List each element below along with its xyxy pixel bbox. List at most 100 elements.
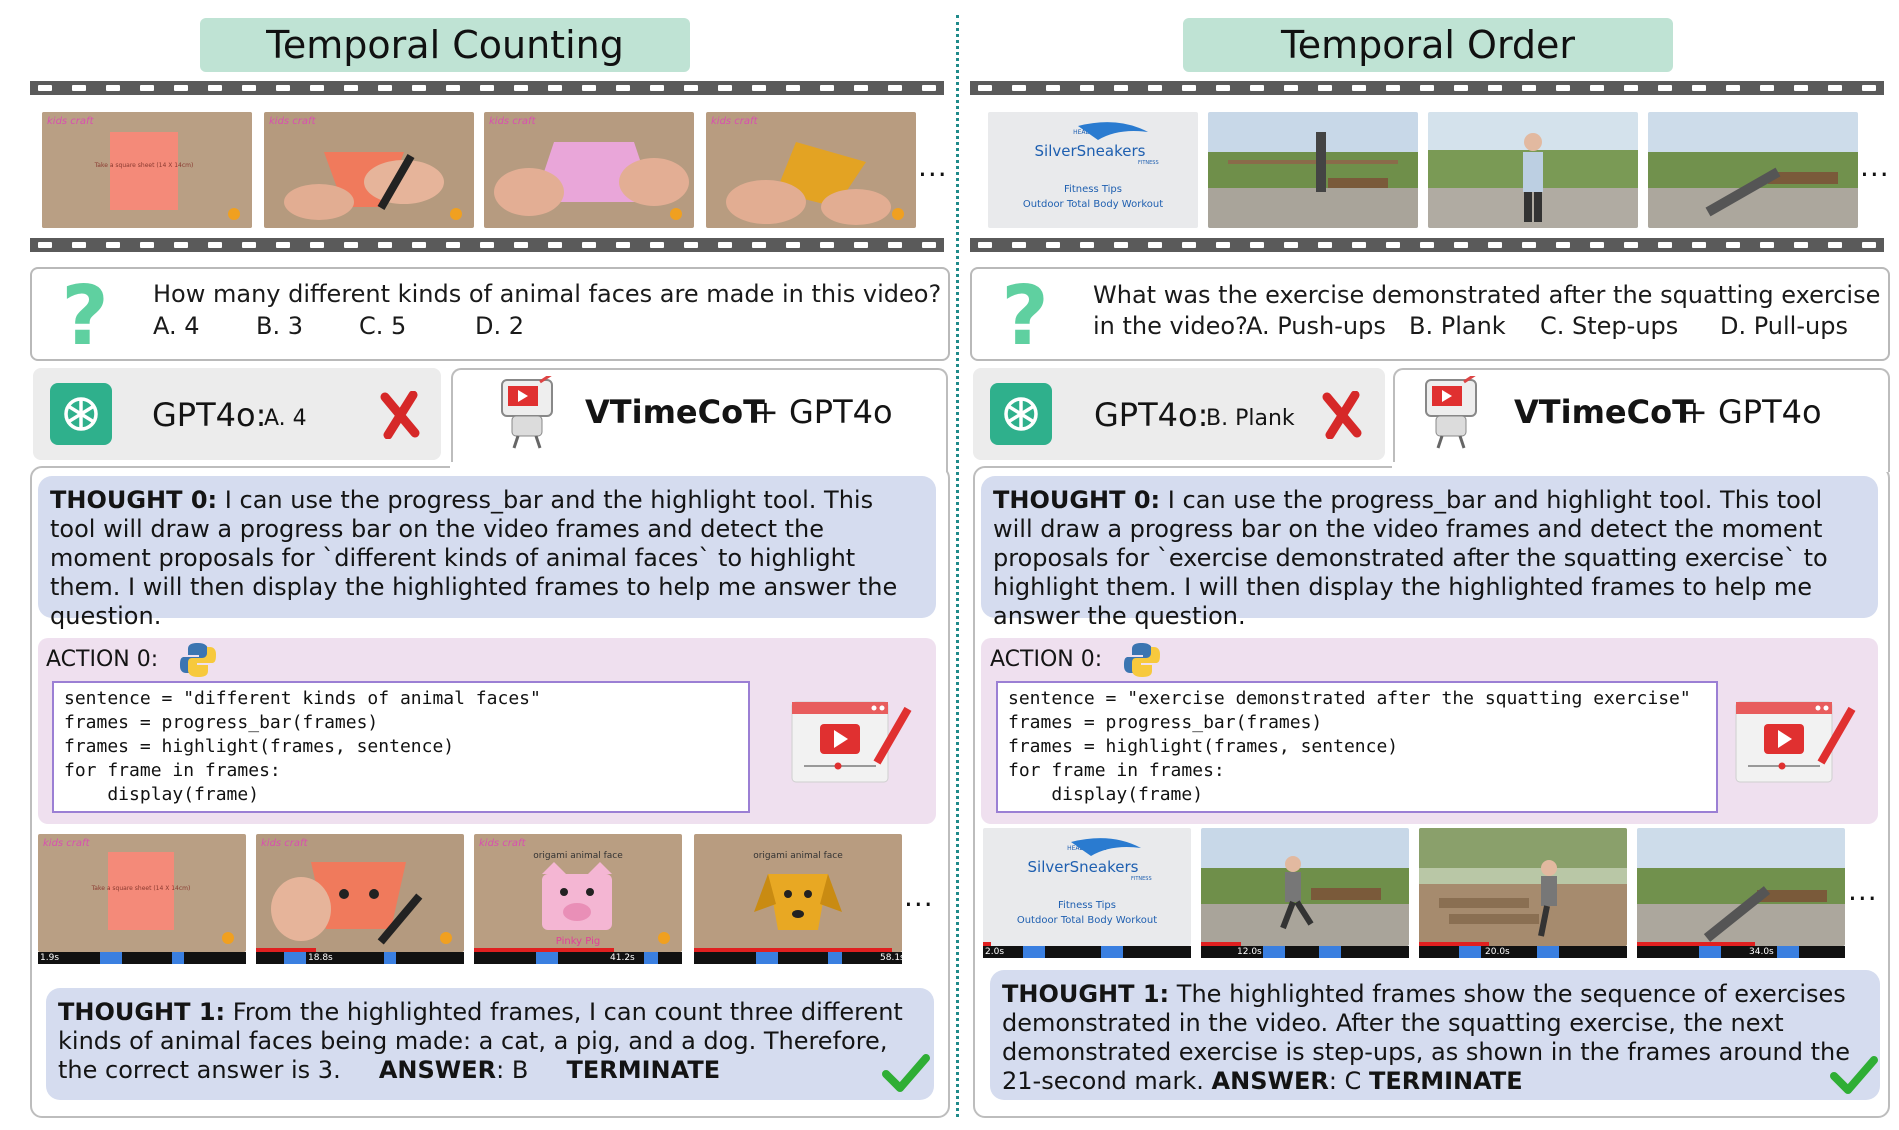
svg-text:FITNESS: FITNESS <box>1138 160 1159 166</box>
openai-logo-icon <box>50 383 112 449</box>
svg-text:Take a square sheet (14 X 14cm: Take a square sheet (14 X 14cm) <box>91 885 191 892</box>
left-answer-label: ANSWER <box>378 1056 497 1084</box>
question-mark-icon: ? <box>998 269 1052 364</box>
film-hole <box>1692 85 1706 91</box>
right-film-frame-2 <box>1208 112 1418 228</box>
film-hole <box>1556 85 1570 91</box>
film-hole <box>1624 85 1638 91</box>
film-hole <box>650 85 664 91</box>
left-terminate: TERMINATE <box>566 1056 721 1084</box>
film-hole <box>1420 85 1434 91</box>
left-question-text: How many different kinds of animal faces… <box>153 280 942 308</box>
svg-text:FITNESS: FITNESS <box>1131 876 1152 882</box>
film-hole <box>1148 85 1162 91</box>
right-option-b: B. Plank <box>1409 312 1506 340</box>
right-action-0-label: ACTION 0: <box>990 647 1103 672</box>
film-hole <box>888 85 902 91</box>
film-hole <box>1862 85 1876 91</box>
film-hole <box>1522 242 1536 248</box>
film-hole <box>378 242 392 248</box>
left-option-a: A. 4 <box>153 312 200 340</box>
film-hole <box>978 85 992 91</box>
film-hole <box>140 242 154 248</box>
film-hole <box>276 85 290 91</box>
left-thought-1: THOUGHT 1: From the highlighted frames, … <box>46 988 934 1100</box>
right-filmstrip-top <box>970 81 1884 95</box>
right-film-ellipsis: ... <box>1860 150 1890 183</box>
film-hole <box>616 242 630 248</box>
film-hole <box>1046 85 1060 91</box>
svg-text:kids craft: kids craft <box>47 116 95 127</box>
film-hole <box>786 242 800 248</box>
film-hole <box>1760 85 1774 91</box>
film-hole <box>820 85 834 91</box>
right-highlight-ellipsis: ... <box>1848 874 1878 907</box>
film-hole <box>1454 85 1468 91</box>
film-hole <box>514 242 528 248</box>
film-hole <box>752 242 766 248</box>
right-thought-0-text: I can use the progress_bar and highlight… <box>993 486 1828 630</box>
film-hole <box>1012 85 1026 91</box>
video-edit-icon <box>790 700 914 794</box>
film-hole <box>310 85 324 91</box>
film-hole <box>1454 242 1468 248</box>
red-cross-icon <box>1322 390 1362 443</box>
svg-text:Fitness Tips: Fitness Tips <box>1064 184 1122 195</box>
film-hole <box>854 242 868 248</box>
film-holes <box>38 85 936 91</box>
film-hole <box>174 85 188 91</box>
right-thought-0-label: THOUGHT 0: <box>993 486 1161 514</box>
robot-video-icon <box>1418 372 1484 454</box>
openai-logo-icon <box>990 383 1052 449</box>
left-action-0-label: ACTION 0: <box>46 647 159 672</box>
left-filmstrip-top <box>30 81 944 95</box>
right-thought-1: THOUGHT 1: The highlighted frames show t… <box>990 970 1880 1100</box>
film-hole <box>1046 242 1060 248</box>
svg-text:SilverSneakers: SilverSneakers <box>1028 858 1139 876</box>
film-hole <box>310 242 324 248</box>
svg-text:kids craft: kids craft <box>479 838 527 849</box>
left-thought-1-label: THOUGHT 1: <box>58 998 226 1026</box>
film-hole <box>1318 85 1332 91</box>
left-answer-value: : B <box>496 1056 529 1084</box>
film-holes <box>38 242 936 248</box>
panel-divider <box>956 15 959 1117</box>
film-hole <box>1386 242 1400 248</box>
left-progress-bar-3: 41.2s <box>474 948 682 964</box>
film-hole <box>1250 242 1264 248</box>
svg-text:kids craft: kids craft <box>269 116 317 127</box>
left-film-ellipsis: ... <box>918 150 948 183</box>
film-hole <box>1420 242 1434 248</box>
left-film-frame-3: kids craft <box>484 112 694 228</box>
svg-text:Pinky Pig: Pinky Pig <box>556 936 600 947</box>
film-hole <box>1658 242 1672 248</box>
film-hole <box>378 85 392 91</box>
right-option-a: A. Push-ups <box>1246 312 1386 340</box>
right-vtimecot-plus: + GPT4o <box>1681 393 1822 431</box>
svg-text:Take a square sheet (14 X 14cm: Take a square sheet (14 X 14cm) <box>94 162 194 169</box>
right-answer-value: : C <box>1328 1067 1362 1095</box>
film-hole <box>1318 242 1332 248</box>
right-film-frame-4 <box>1648 112 1858 228</box>
right-question-line-2: in the video? <box>1093 312 1248 340</box>
film-hole <box>978 242 992 248</box>
film-hole <box>1692 242 1706 248</box>
right-highlight-frame-1: HEALTHWAYS SilverSneakers FITNESS Fitnes… <box>983 828 1191 946</box>
film-hole <box>242 242 256 248</box>
film-hole <box>1284 85 1298 91</box>
film-hole <box>616 85 630 91</box>
film-hole <box>1658 85 1672 91</box>
film-hole <box>1794 85 1808 91</box>
left-code-block: sentence = "different kinds of animal fa… <box>52 681 750 813</box>
tab-joiner <box>1392 462 1888 472</box>
film-hole <box>684 242 698 248</box>
left-highlight-frame-1: kids craft Take a square sheet (14 X 14c… <box>38 834 246 952</box>
film-hole <box>786 85 800 91</box>
green-check-icon <box>882 1052 930 1098</box>
film-hole <box>888 242 902 248</box>
film-hole <box>718 242 732 248</box>
python-logo-icon <box>178 640 218 684</box>
red-cross-icon <box>380 390 420 443</box>
svg-text:origami animal face: origami animal face <box>753 851 843 861</box>
left-highlight-frame-2: kids craft <box>256 834 464 952</box>
